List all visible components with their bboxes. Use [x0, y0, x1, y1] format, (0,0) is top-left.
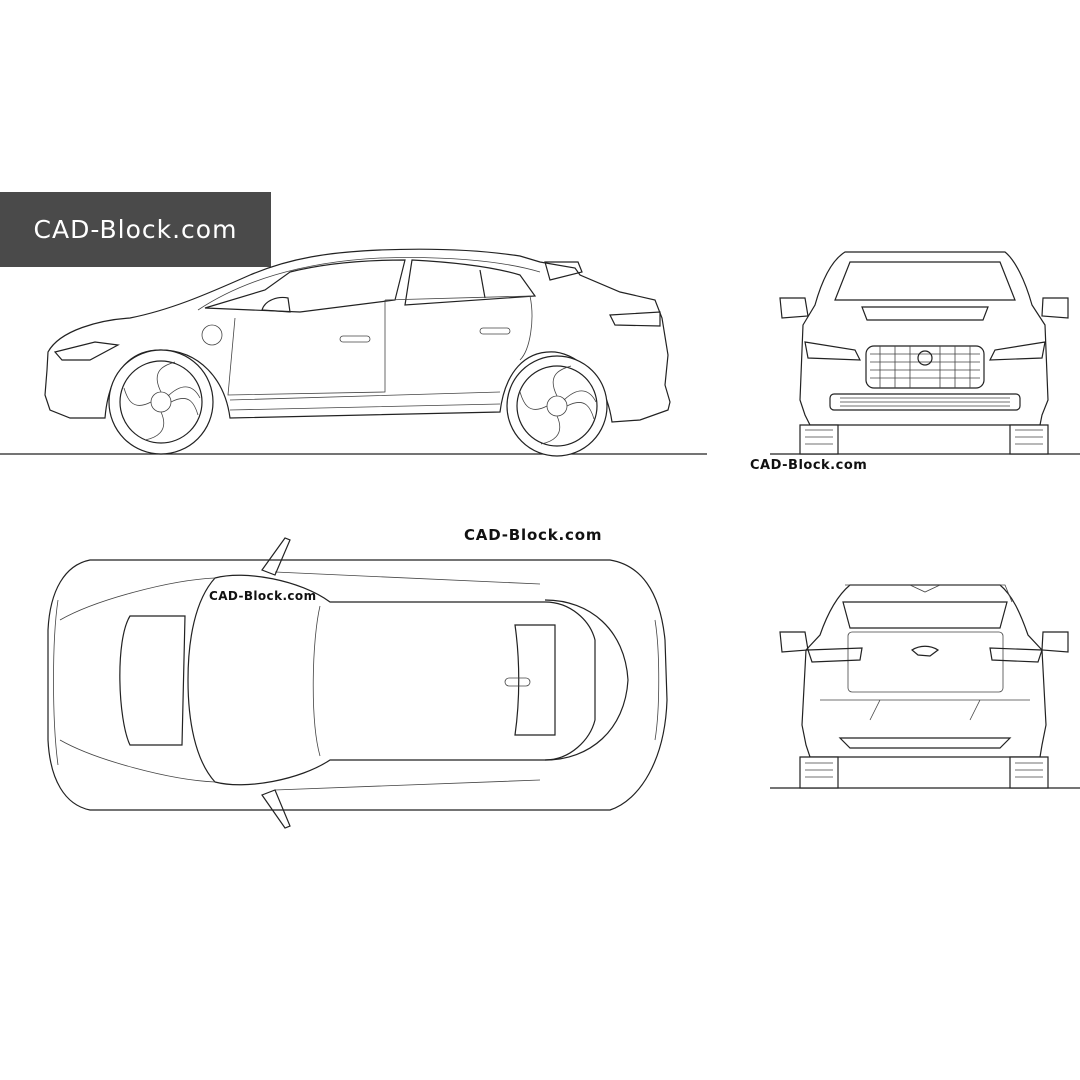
rear-diffuser [840, 738, 1010, 748]
rear-window [843, 602, 1007, 628]
top-rear-deck [545, 600, 628, 760]
rear-left-tire [800, 757, 838, 788]
front-grille [866, 346, 984, 388]
rear-body-outline [802, 585, 1046, 757]
rear-right-mirror [1042, 632, 1068, 652]
rear-jaguar-emblem [912, 646, 938, 656]
top-window-lines [275, 572, 540, 790]
front-lower-intake-mesh [840, 398, 1010, 406]
side-roof-line [198, 258, 540, 310]
rear-bumper-lines [820, 700, 1030, 720]
top-right-mirror [262, 790, 290, 828]
front-right-mirror [1042, 298, 1068, 318]
side-front-window [205, 260, 405, 312]
top-roof [188, 575, 595, 784]
watermark-top-view-upper: CAD-Block.com [464, 526, 603, 544]
brand-banner-text: CAD-Block.com [33, 215, 238, 244]
rear-right-tire-tread [1015, 763, 1043, 777]
side-mirror [262, 298, 290, 313]
side-rear-handle [480, 328, 510, 334]
top-fin-antenna [505, 678, 530, 686]
top-rear-bumper [655, 620, 659, 740]
side-rear-wheel [507, 356, 607, 456]
side-front-handle [340, 336, 370, 342]
top-body-outline [48, 560, 667, 810]
rear-left-tire-tread [805, 763, 833, 777]
rear-right-tire [1010, 757, 1048, 788]
front-right-headlight [990, 342, 1045, 360]
front-left-tire-tread [805, 430, 833, 444]
top-left-mirror [262, 538, 290, 575]
watermark-front-view: CAD-Block.com [750, 458, 868, 473]
side-window-pillar [480, 270, 485, 298]
side-rear-door [385, 296, 532, 360]
front-right-tire-tread [1015, 430, 1043, 444]
top-rear-window [515, 625, 555, 735]
side-front-door [228, 300, 385, 395]
rear-spoiler [845, 585, 1012, 602]
front-lower-intake [830, 394, 1020, 410]
rear-tailgate [848, 632, 1003, 692]
front-grille-mesh [870, 346, 980, 388]
side-sill [230, 392, 500, 410]
front-windshield [835, 262, 1015, 300]
rear-left-taillight [808, 648, 862, 662]
side-spoiler [545, 262, 582, 280]
rear-left-mirror [780, 632, 808, 652]
top-roof-front-edge [313, 606, 320, 756]
front-left-headlight [805, 342, 860, 360]
side-rear-window [405, 260, 535, 305]
top-hood-panel [120, 616, 185, 745]
side-headlight [55, 342, 118, 360]
side-charge-port [202, 325, 222, 345]
top-front-bumper [54, 600, 59, 765]
side-front-wheel [109, 350, 213, 454]
front-hood-vent [862, 307, 988, 320]
front-left-mirror [780, 298, 808, 318]
top-hood-creases [60, 578, 215, 782]
side-taillight [610, 312, 660, 326]
brand-banner: CAD-Block.com [0, 192, 271, 267]
rear-right-taillight [990, 648, 1042, 662]
front-badge [918, 351, 932, 365]
watermark-top-view-inner: CAD-Block.com [209, 589, 317, 603]
